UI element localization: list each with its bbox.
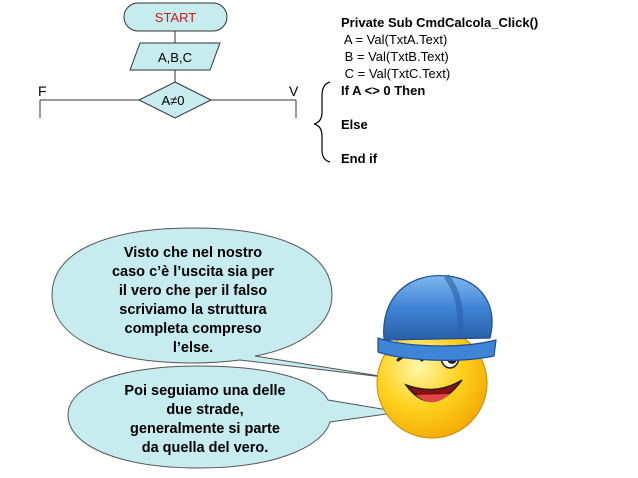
code-line-a: A = Val(TxtA.Text) [341, 32, 448, 47]
code-line-else: Else [341, 117, 368, 132]
bubble-top-line: Visto che nel nostro [123, 245, 263, 261]
start-label: START [155, 10, 196, 25]
bubble-top-line: completa compreso [124, 321, 262, 337]
bubble-top-line: caso c’è l’uscita sia per [111, 264, 274, 280]
bubble-top-line: scriviamo la struttura [119, 302, 267, 318]
speech-bubble-bottom [67, 365, 401, 469]
bubble-bottom-text: Poi seguiamo una delle due strade, gener… [105, 382, 305, 458]
code-line-b: B = Val(TxtB.Text) [341, 49, 449, 64]
vb-code-block: Private Sub CmdCalcola_Click() A = Val(T… [341, 14, 538, 167]
bubble-bottom-line: generalmente si parte [130, 421, 280, 437]
bubble-top-text: Visto che nel nostro caso c’è l’uscita s… [92, 244, 294, 358]
input-label: A,B,C [158, 50, 192, 65]
start-terminator: START [123, 2, 228, 32]
false-label: F [38, 83, 47, 99]
condition-diamond: A≠0 [137, 81, 213, 119]
code-brace [313, 81, 331, 163]
true-label: V [289, 83, 299, 99]
bubble-top-line: il vero che per il falso [118, 283, 268, 299]
code-line-sub: Private Sub CmdCalcola_Click() [341, 15, 539, 30]
true-branch [211, 99, 297, 118]
code-line-c: C = Val(TxtC.Text) [341, 66, 451, 81]
bubble-bottom-line: due strade, [166, 402, 244, 418]
bubble-bottom-line: Poi seguiamo una delle [124, 383, 286, 399]
code-line-if: If A <> 0 Then [341, 83, 426, 98]
false-branch [39, 99, 139, 118]
bubble-top-line: l’else. [172, 340, 214, 356]
bubble-bottom-line: da quella del vero. [141, 440, 269, 456]
code-line-endif: End if [341, 151, 378, 166]
speech-bubble-top [51, 227, 393, 379]
smiley-worker-icon [376, 274, 497, 439]
input-parallelogram: A,B,C [129, 42, 221, 71]
condition-label: A≠0 [161, 93, 184, 108]
